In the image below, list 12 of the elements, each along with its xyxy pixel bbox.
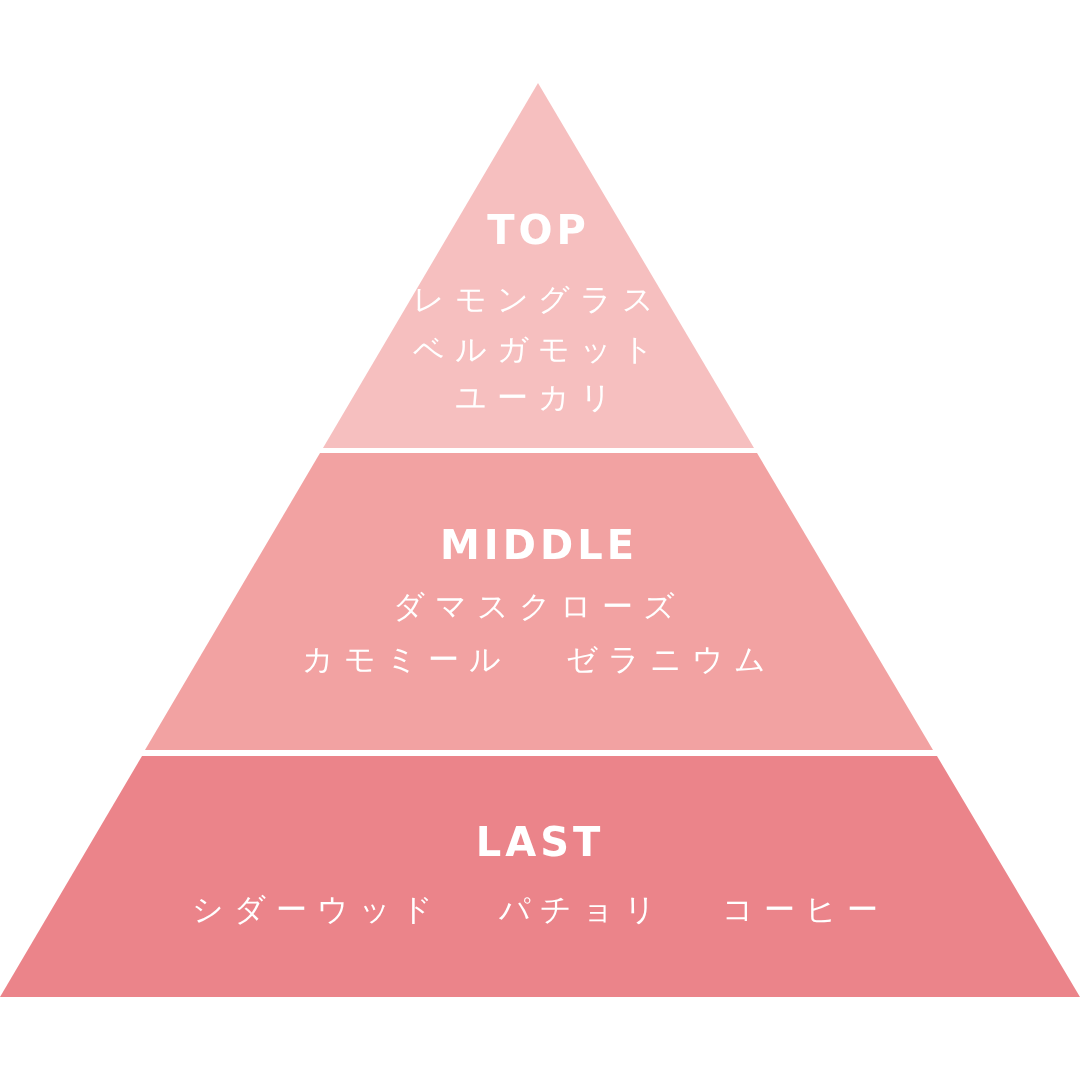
tier-heading: LAST [475, 819, 605, 865]
scent-name: ダマスクローズ [392, 587, 686, 626]
scent-name: シダーウッド [192, 890, 443, 929]
scent-name: ゼラニウム [566, 640, 776, 679]
scent-name: パチョリ [498, 890, 667, 929]
scent-name: カモミール [302, 640, 511, 679]
scent-name: コーヒー [722, 890, 888, 929]
scent-name: ユーカリ [455, 378, 622, 417]
scent-name: ベルガモット [412, 330, 665, 369]
scent-name: レモングラス [412, 280, 665, 319]
tier-heading: MIDDLE [440, 522, 638, 568]
tier-heading: TOP [487, 207, 590, 253]
